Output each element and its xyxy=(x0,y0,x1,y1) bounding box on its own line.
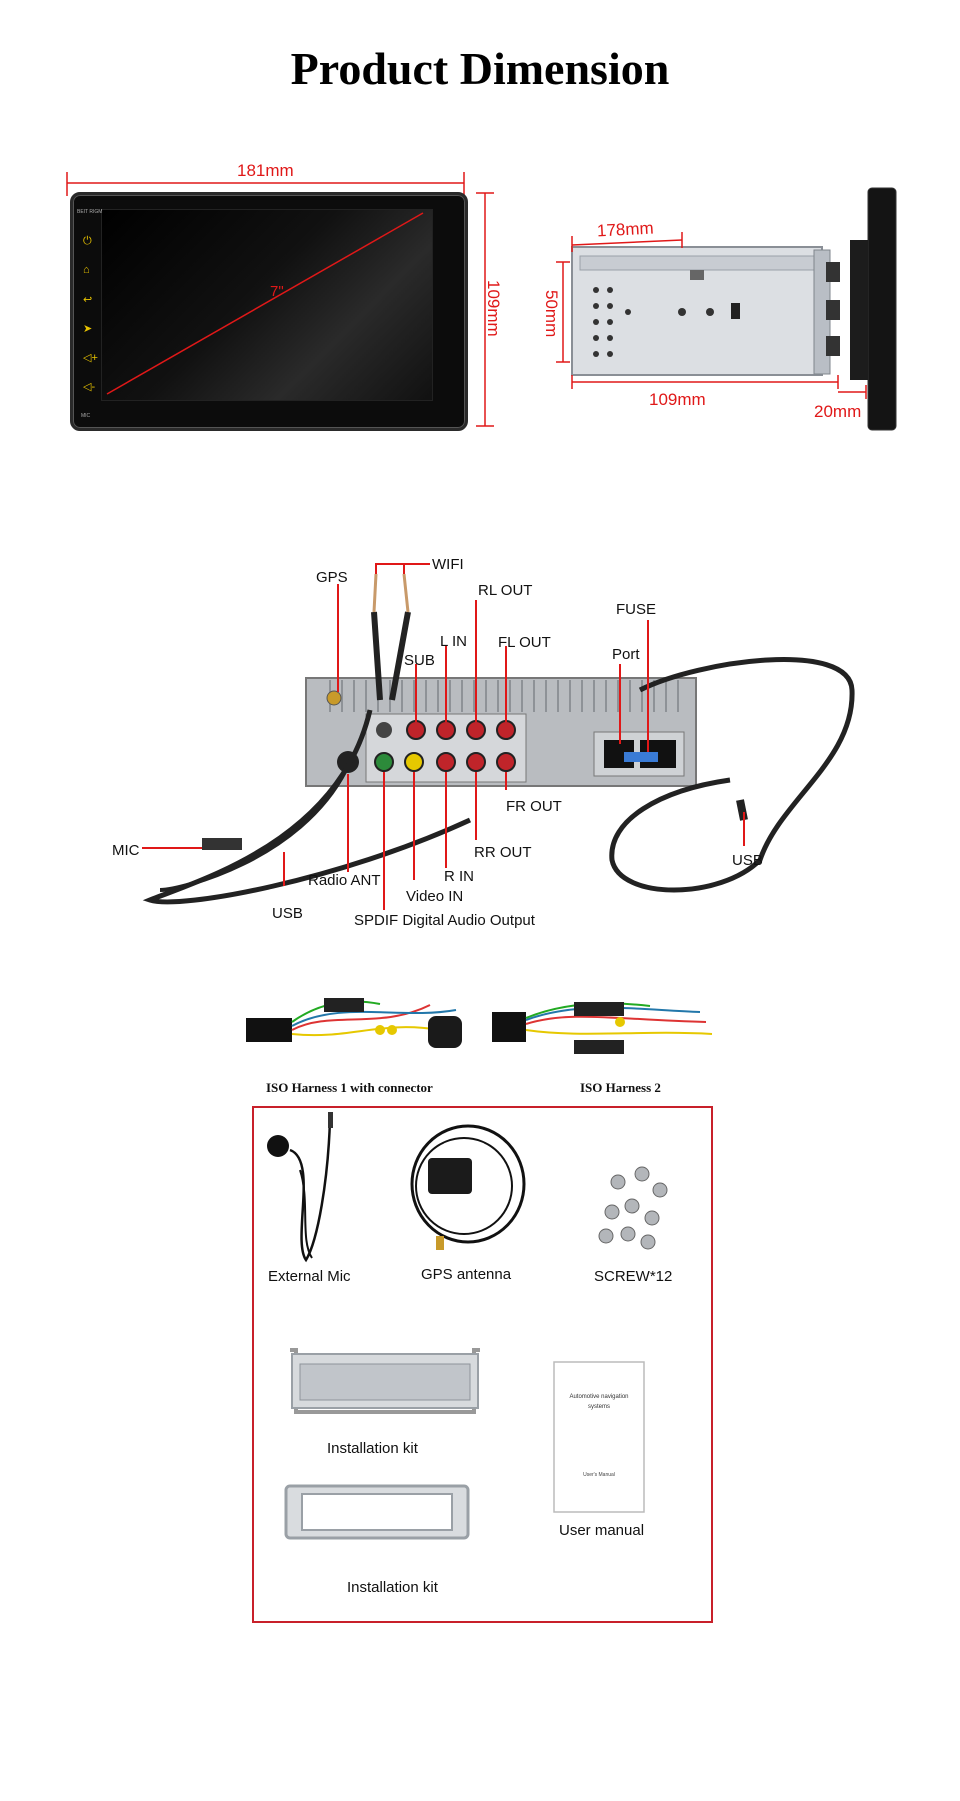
label-fr-out: FR OUT xyxy=(506,798,562,815)
power-icon: ⏻ xyxy=(83,235,92,247)
front-width-label: 181mm xyxy=(237,161,294,180)
page-title: Product Dimension xyxy=(290,43,670,94)
volume-down-icon: ◁- xyxy=(83,381,96,393)
label-video-in: Video IN xyxy=(406,888,464,905)
head-unit-front: BEIT RIGM MIC ⏻ ⌂ ↩ ➤ ◁+ ◁- 7" xyxy=(70,192,468,431)
label-installation-kit-2: Installation kit xyxy=(347,1579,438,1596)
label-port: Port xyxy=(612,646,640,663)
label-usb-left: USB xyxy=(272,905,303,922)
screen xyxy=(101,209,433,401)
label-rr-out: RR OUT xyxy=(474,844,532,861)
label-mic: MIC xyxy=(112,842,140,859)
manual-subtitle: User's Manual xyxy=(583,1472,615,1478)
side-view-drawing xyxy=(556,187,897,431)
front-width-dimension-line xyxy=(66,172,494,427)
harness-2-caption: ISO Harness 2 xyxy=(580,1080,661,1095)
label-gps-antenna: GPS antenna xyxy=(421,1266,512,1283)
screen-diagonal-label: 7" xyxy=(270,283,284,300)
volume-up-icon: ◁+ xyxy=(83,352,98,364)
label-spdif: SPDIF Digital Audio Output xyxy=(354,912,535,929)
label-fuse: FUSE xyxy=(616,601,657,618)
rear-panel-drawing xyxy=(142,563,855,910)
back-icon: ↩ xyxy=(83,294,93,306)
label-rl-out: RL OUT xyxy=(478,582,533,599)
manual-title: Automotive navigation systems xyxy=(569,1394,629,1410)
panel-depth-label: 20mm xyxy=(814,402,862,421)
harness-1-caption: ISO Harness 1 with connector xyxy=(266,1080,433,1095)
label-external-mic: External Mic xyxy=(268,1268,351,1285)
screen-diagonal-line xyxy=(106,212,424,395)
label-l-in: L IN xyxy=(440,633,467,650)
home-icon: ⌂ xyxy=(83,264,90,276)
screen-caption-bottom: MIC xyxy=(81,413,91,419)
side-width-label: 109mm xyxy=(649,390,706,409)
label-user-manual: User manual xyxy=(559,1522,645,1539)
label-r-in: R IN xyxy=(444,868,474,885)
screen-caption: BEIT RIGM xyxy=(77,209,103,215)
label-radio-ant: Radio ANT xyxy=(308,872,381,889)
label-gps: GPS xyxy=(316,569,348,586)
accessories-box xyxy=(252,1106,713,1623)
label-fl-out: FL OUT xyxy=(498,634,551,651)
label-sub: SUB xyxy=(404,652,435,669)
label-screw: SCREW*12 xyxy=(594,1268,673,1285)
navigation-icon: ➤ xyxy=(83,323,93,335)
label-wifi: WIFI xyxy=(432,556,464,573)
label-usb-right: USB xyxy=(732,852,763,869)
harness-drawing xyxy=(246,998,713,1054)
label-installation-kit-1: Installation kit xyxy=(327,1440,418,1457)
